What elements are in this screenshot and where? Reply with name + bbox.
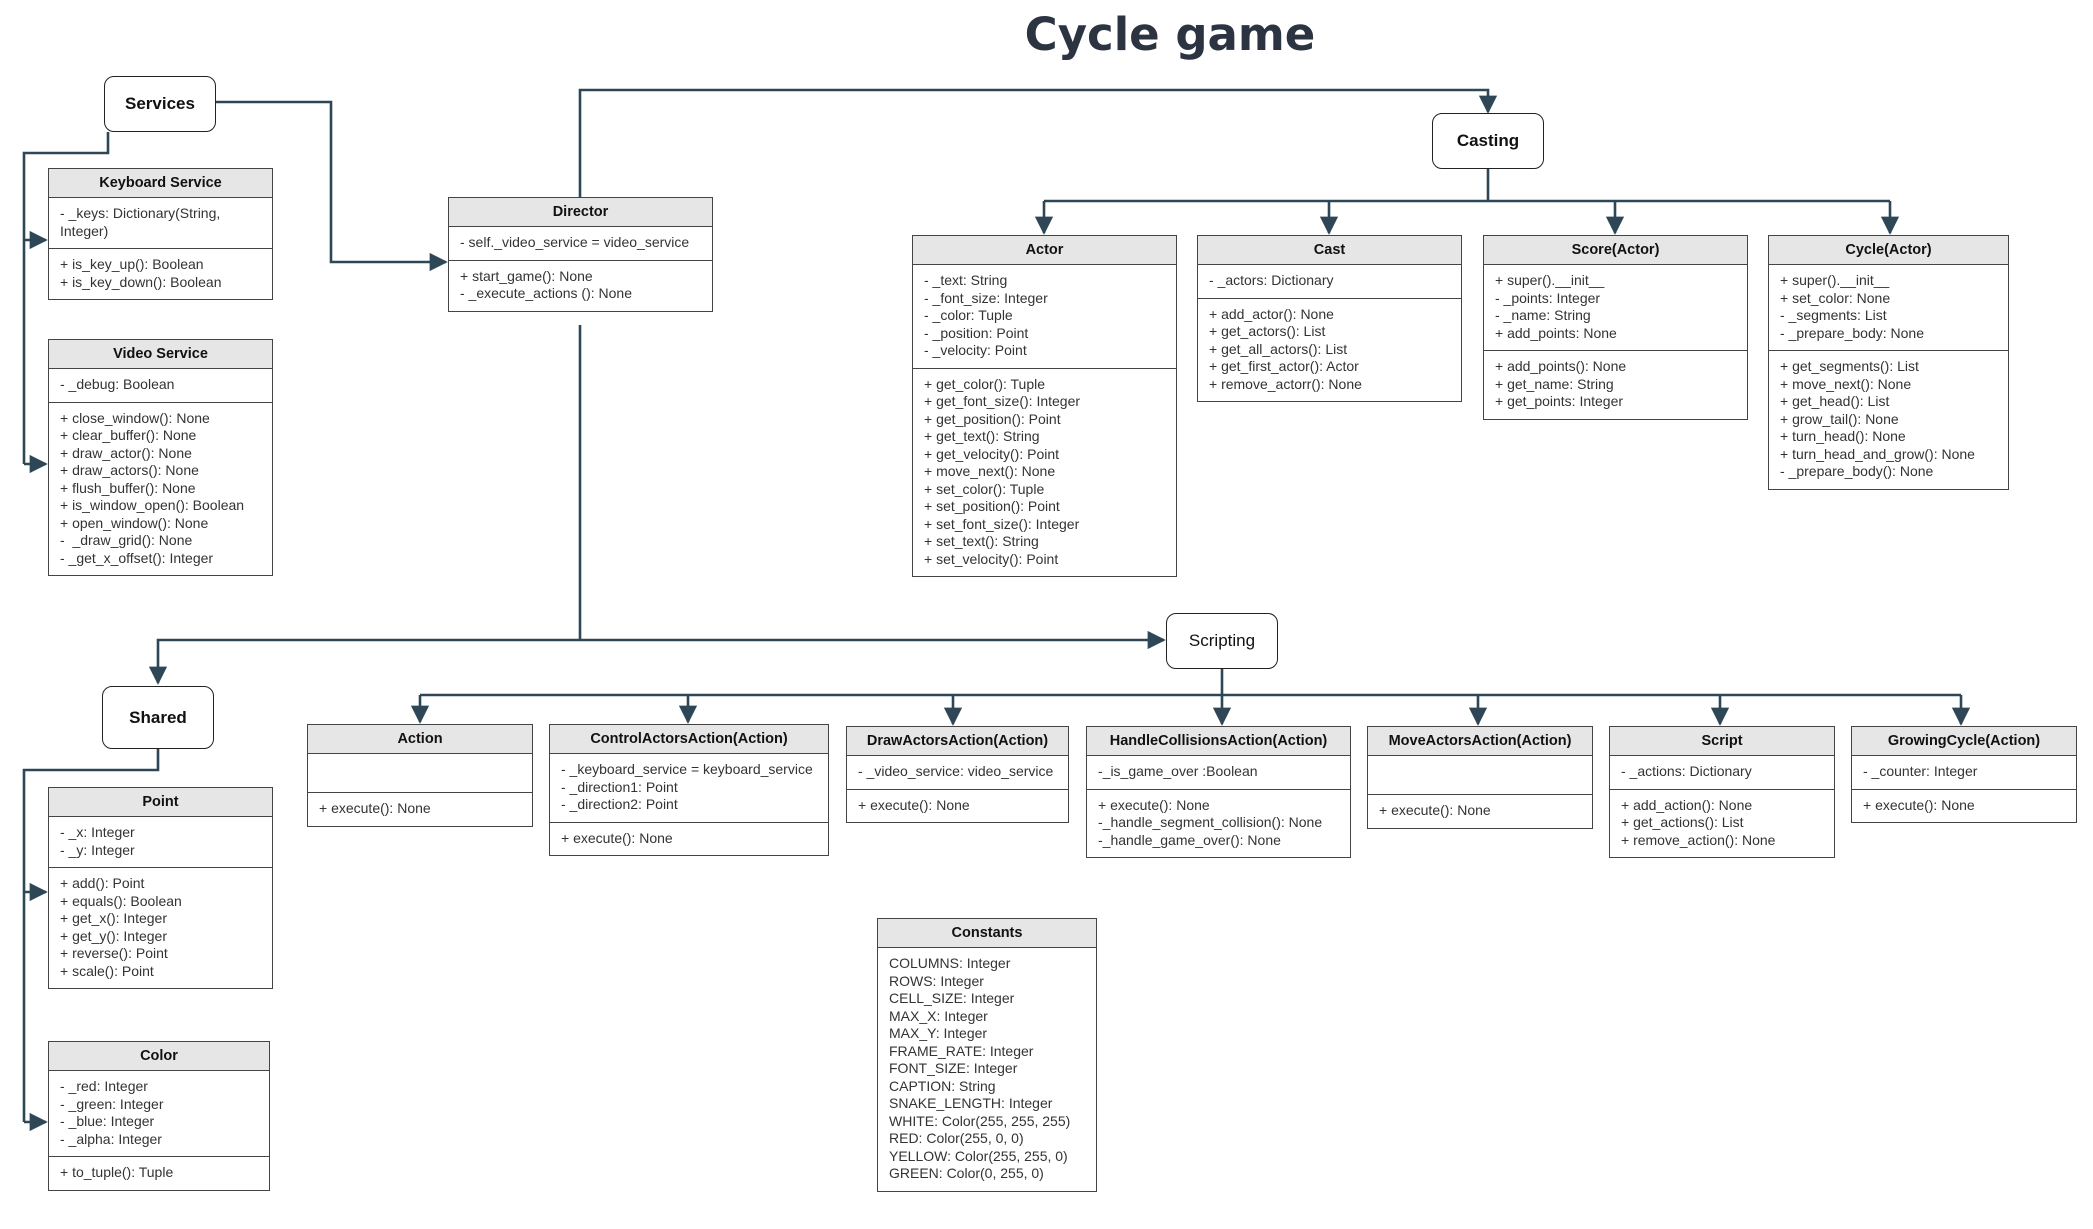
class-methods: + add(): Point + equals(): Boolean + get…: [49, 867, 272, 988]
class-name: Keyboard Service: [49, 169, 272, 198]
class-attributes: COLUMNS: Integer ROWS: Integer CELL_SIZE…: [889, 955, 1071, 1181]
class-methods: + execute(): None: [1852, 788, 2076, 823]
package-label: Shared: [129, 707, 187, 727]
class-name: Actor: [913, 236, 1176, 265]
class-attributes: - _video_service: video_service: [858, 763, 1054, 779]
class-score[interactable]: Score(Actor) + super().__init__ - _point…: [1483, 235, 1748, 420]
class-point[interactable]: Point - _x: Integer - _y: Integer + add(…: [48, 787, 273, 989]
class-name: Constants: [878, 919, 1096, 948]
package-services[interactable]: Services: [104, 76, 216, 132]
class-draw-actors-action[interactable]: DrawActorsAction(Action) - _video_servic…: [846, 726, 1069, 823]
class-name: Director: [449, 198, 712, 227]
class-name: ControlActorsAction(Action): [550, 725, 828, 754]
class-growing-cycle-action[interactable]: GrowingCycle(Action) - _counter: Integer…: [1851, 726, 2077, 823]
class-color[interactable]: Color - _red: Integer - _green: Integer …: [48, 1041, 270, 1191]
class-name: MoveActorsAction(Action): [1368, 727, 1592, 756]
package-label: Scripting: [1188, 631, 1256, 650]
class-methods: + get_segments(): List + move_next(): No…: [1769, 350, 2008, 489]
class-attributes: - _text: String - _font_size: Integer - …: [924, 272, 1048, 358]
class-attributes: - self._video_service = video_service: [460, 234, 690, 250]
arrow-director-shared: [148, 638, 580, 685]
class-methods: + add_points(): None + get_name: String …: [1484, 350, 1747, 419]
class-actor[interactable]: Actor - _text: String - _font_size: Inte…: [912, 235, 1177, 577]
class-attributes: - _keys: Dictionary(String, Integer): [60, 205, 221, 239]
class-keyboard-service[interactable]: Keyboard Service - _keys: Dictionary(Str…: [48, 168, 273, 300]
class-name: Score(Actor): [1484, 236, 1747, 265]
class-control-actors-action[interactable]: ControlActorsAction(Action) - _keyboard_…: [549, 724, 829, 856]
class-methods: + add_action(): None + get_actions(): Li…: [1610, 788, 1834, 858]
package-scripting[interactable]: Scripting: [1166, 613, 1278, 669]
class-name: HandleCollisionsAction(Action): [1087, 727, 1350, 756]
class-attributes: - _red: Integer - _green: Integer - _blu…: [60, 1078, 164, 1147]
class-cast[interactable]: Cast - _actors: Dictionary + add_actor()…: [1197, 235, 1462, 402]
class-attributes: + super().__init__ + set_color: None - _…: [1780, 272, 1924, 341]
class-name: GrowingCycle(Action): [1852, 727, 2076, 756]
class-methods: + to_tuple(): Tuple: [49, 1156, 269, 1190]
class-action[interactable]: Action + execute(): None: [307, 724, 533, 827]
class-director[interactable]: Director - self._video_service = video_s…: [448, 197, 713, 312]
class-name: Script: [1610, 727, 1834, 756]
class-attributes: - _x: Integer - _y: Integer: [60, 824, 135, 858]
package-casting[interactable]: Casting: [1432, 113, 1544, 169]
class-name: Point: [49, 788, 272, 817]
class-name: Cast: [1198, 236, 1461, 265]
class-name: Color: [49, 1042, 269, 1071]
arrow-director-casting: [578, 88, 1498, 197]
package-label: Casting: [1456, 131, 1520, 150]
class-methods: + get_color(): Tuple + get_font_size(): …: [913, 367, 1176, 577]
class-constants[interactable]: Constants COLUMNS: Integer ROWS: Integer…: [877, 918, 1097, 1192]
class-video-service[interactable]: Video Service - _debug: Boolean + close_…: [48, 339, 273, 576]
class-attributes: + super().__init__ - _points: Integer - …: [1495, 272, 1617, 341]
class-methods: + start_game(): None - _execute_actions …: [449, 259, 712, 311]
page-title: Cycle game: [1024, 8, 1316, 61]
class-methods: + execute(): None: [847, 788, 1068, 823]
class-attributes: -_is_game_over :Boolean: [1098, 763, 1258, 779]
class-attributes: - _debug: Boolean: [60, 376, 175, 392]
class-attributes: - _actions: Dictionary: [1621, 763, 1752, 779]
class-name: Video Service: [49, 340, 272, 369]
package-label: Services: [125, 94, 195, 113]
class-methods: + add_actor(): None + get_actors(): List…: [1198, 297, 1461, 402]
class-attributes: - _actors: Dictionary: [1209, 272, 1334, 288]
class-attributes: - _counter: Integer: [1863, 763, 1978, 779]
class-handle-collisions-action[interactable]: HandleCollisionsAction(Action) -_is_game…: [1086, 726, 1351, 858]
class-cycle[interactable]: Cycle(Actor) + super().__init__ + set_co…: [1768, 235, 2009, 490]
class-methods: + execute(): None -_handle_segment_colli…: [1087, 788, 1350, 858]
class-methods: + execute(): None: [1368, 794, 1592, 828]
class-attributes: - _keyboard_service = keyboard_service -…: [561, 761, 813, 812]
class-methods: + execute(): None: [550, 821, 828, 856]
class-script[interactable]: Script - _actions: Dictionary + add_acti…: [1609, 726, 1835, 858]
class-attributes: [1368, 756, 1592, 794]
class-move-actors-action[interactable]: MoveActorsAction(Action) + execute(): No…: [1367, 726, 1593, 829]
class-methods: + is_key_up(): Boolean + is_key_down(): …: [49, 248, 272, 299]
class-name: Cycle(Actor): [1769, 236, 2008, 265]
package-shared[interactable]: Shared: [102, 686, 214, 749]
class-name: Action: [308, 725, 532, 754]
class-attributes: [308, 754, 532, 792]
class-methods: + execute(): None: [308, 792, 532, 826]
class-name: DrawActorsAction(Action): [847, 727, 1068, 756]
class-methods: + close_window(): None + clear_buffer():…: [49, 401, 272, 576]
